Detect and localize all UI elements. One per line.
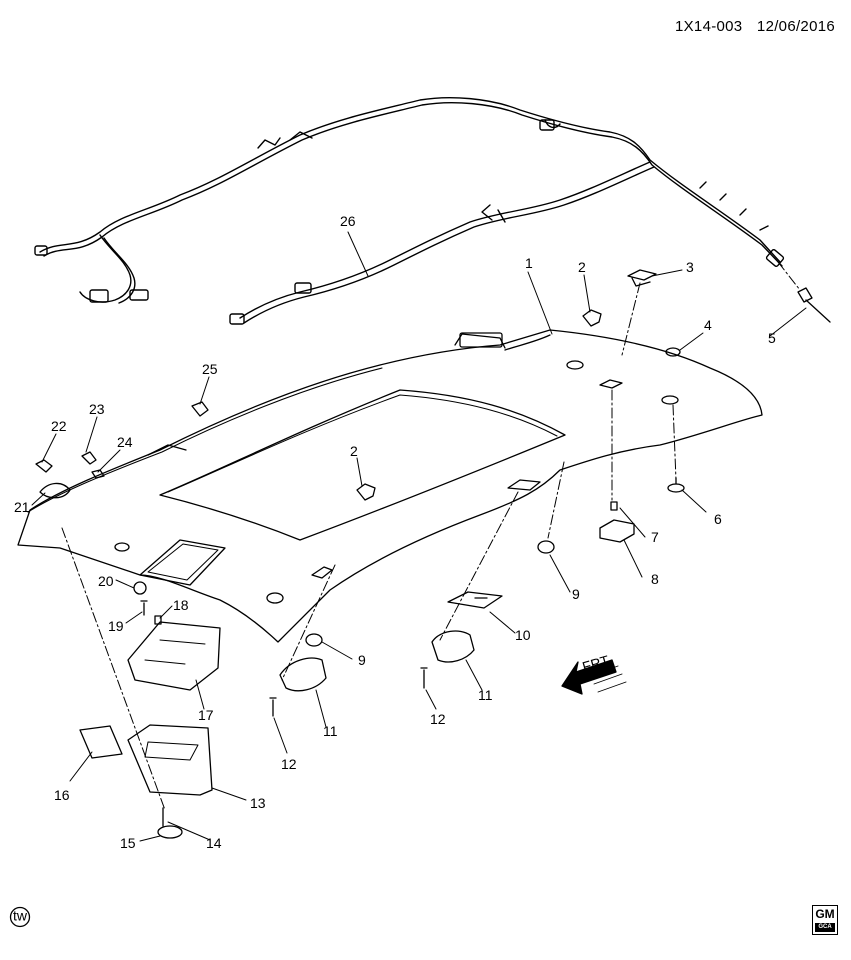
parts [35,269,831,839]
tw-mark-text: tw [13,908,28,924]
sunvisor-part-13 [127,724,213,796]
clip-part-2-rear [582,309,602,327]
clip-part-21 [39,482,71,499]
callout-11: 11 [478,687,493,703]
callout-14: 14 [206,835,222,851]
callout-2: 2 [350,443,358,459]
clip-part-24 [91,469,105,479]
assist-handle-part-11-rear [431,630,475,663]
diagram-header: 1X14-003 12/06/2016 [675,18,835,35]
screw-part-7 [610,501,618,511]
callout-6: 6 [714,511,722,527]
leader-lines [31,231,807,842]
screw-part-12-rear [420,667,428,689]
diagram-date: 12/06/2016 [756,18,835,35]
callout-4: 4 [704,317,712,333]
diagram-id: 1X14-003 [674,18,743,35]
gm-logo: GM GCA [812,905,838,935]
gm-logo-bottom: GCA [815,923,835,932]
clip-part-20 [133,581,147,595]
headliner-panel [17,329,763,643]
callout-23: 23 [89,401,105,417]
roof-wiring-harness [34,97,785,325]
front-arrow-label: FRT [580,652,611,675]
callout-9: 9 [358,652,366,668]
callout-1: 1 [525,255,533,271]
assist-handle-part-11-front [279,657,327,692]
callout-12: 12 [281,756,297,772]
callout-11: 11 [323,723,338,739]
callout-7: 7 [651,529,659,545]
callout-9: 9 [572,586,580,602]
cap-part-9-front [305,633,323,647]
cap-part-15 [157,825,183,839]
grommet-part-4 [665,347,681,357]
callout-25: 25 [202,361,218,377]
cap-part-9-rear [537,540,555,554]
callout-8: 8 [651,571,659,587]
callout-10: 10 [515,627,531,643]
clip-part-23 [81,451,97,465]
callout-15: 15 [120,835,136,851]
callout-3: 3 [686,259,694,275]
callout-22: 22 [51,418,67,434]
lamp-part-8 [599,519,635,543]
callout-20: 20 [98,573,114,589]
callout-19: 19 [108,618,124,634]
front-direction-arrow: FRT [561,652,627,695]
bracket-part-3 [627,269,657,287]
bracket-part-16 [79,725,123,759]
callout-17: 17 [198,707,214,723]
callout-labels: 1 2 3 4 5 6 7 8 9 10 11 12 9 11 12 13 14… [14,213,776,851]
clip-part-25 [191,401,209,417]
callout-12: 12 [430,711,446,727]
gm-logo-top: GM [815,907,835,921]
callout-13: 13 [250,795,266,811]
tw-mark-icon: tw [9,906,31,928]
callout-21: 21 [14,499,30,515]
callout-16: 16 [54,787,70,803]
callout-24: 24 [117,434,133,450]
callout-26: 26 [340,213,356,229]
sunroof-opening [159,389,566,541]
connector-part-5 [797,287,831,323]
clip-part-2-front [356,483,376,501]
callout-5: 5 [768,330,776,346]
bezel-part-10 [447,591,503,609]
clip-part-22 [35,459,53,473]
fastener-part-6 [667,483,685,493]
overhead-console-part-17 [127,621,221,691]
callout-2: 2 [578,259,586,275]
screw-part-12-front [269,697,277,717]
screw-part-18 [154,615,162,625]
callout-18: 18 [173,597,189,613]
screw-part-19 [140,600,148,616]
